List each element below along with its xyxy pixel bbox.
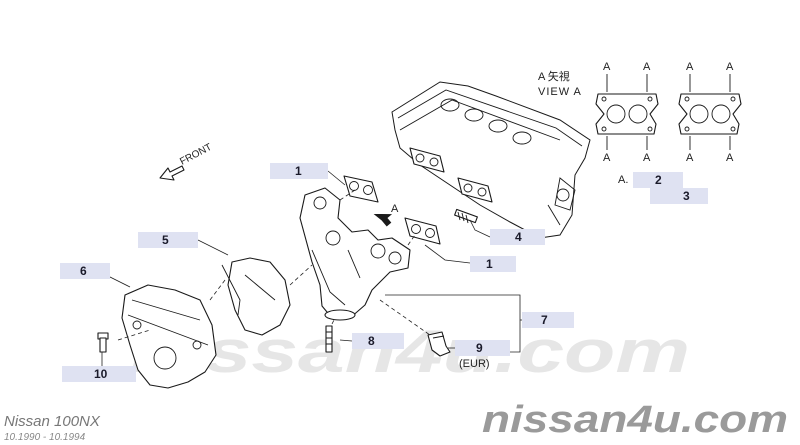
view-a-arrow-icon xyxy=(373,213,393,227)
bolt-item-10 xyxy=(97,332,109,353)
callout-number: 1 xyxy=(295,164,302,178)
view-a-title-en: VIEW A xyxy=(538,86,582,98)
callout-number: 2 xyxy=(655,173,662,187)
exhaust-manifold xyxy=(299,187,411,321)
watermark-bottom: nissan4u.com xyxy=(482,399,788,441)
callout-number: 8 xyxy=(368,334,375,348)
callout-2[interactable]: A. 2 xyxy=(618,172,683,188)
exhaust-gasket-upper xyxy=(343,175,379,203)
view-a-arrow-label: A xyxy=(391,203,399,215)
callout-note-eur: (EUR) xyxy=(459,358,490,370)
callout-10[interactable]: 10 xyxy=(62,366,136,382)
callout-number: 4 xyxy=(515,230,522,244)
gasket-letter-a: A xyxy=(686,61,694,73)
footer-production-dates: 10.1990 - 10.1994 xyxy=(4,432,86,443)
bolt-item-9 xyxy=(427,331,451,357)
front-label: FRONT xyxy=(178,142,214,168)
gasket-letter-a: A xyxy=(686,152,694,164)
callout-number: 6 xyxy=(80,264,87,278)
callout-number: 1 xyxy=(486,257,493,271)
callout-4[interactable]: 4 xyxy=(490,229,545,245)
heat-insulator-upper xyxy=(121,284,217,389)
callout-1-lower[interactable]: 1 xyxy=(470,256,516,272)
callout-number: 3 xyxy=(683,189,690,203)
callout-1-upper[interactable]: 1 xyxy=(270,163,328,179)
front-arrow-icon xyxy=(159,165,185,181)
gasket-detail-view-left: A A A A xyxy=(595,61,659,164)
gasket-letter-a: A xyxy=(603,61,611,73)
exhaust-gasket-on-head-2 xyxy=(457,177,493,203)
callout-9[interactable]: 9 (EUR) xyxy=(455,340,510,370)
callout-5[interactable]: 5 xyxy=(138,232,198,248)
callout-8[interactable]: 8 xyxy=(352,333,404,349)
exhaust-gasket-lower xyxy=(404,217,441,245)
gasket-letter-a: A xyxy=(603,152,611,164)
bolt-item-8 xyxy=(325,325,333,353)
gasket-detail-view-right: A A A A xyxy=(678,61,742,164)
callout-number: 7 xyxy=(541,313,548,327)
footer-model-name: Nissan 100NX xyxy=(4,413,101,430)
assembly-dashed-lines xyxy=(117,189,431,341)
view-a-title-jp: A 矢視 xyxy=(538,69,570,83)
callout-3[interactable]: 3 xyxy=(650,188,708,204)
gasket-letter-a: A xyxy=(643,61,651,73)
callout-number: 10 xyxy=(94,367,108,381)
callout-7[interactable]: 7 xyxy=(522,312,574,328)
heat-insulator-lower xyxy=(221,257,291,336)
gasket-letter-a: A xyxy=(726,61,734,73)
stud-bolt xyxy=(454,208,478,224)
exhaust-gasket-on-head-1 xyxy=(409,147,445,173)
view-a-arrow: A xyxy=(373,203,399,227)
callout-number: 5 xyxy=(162,233,169,247)
gasket-letter-a: A xyxy=(643,152,651,164)
callout-prefix: A. xyxy=(618,174,628,186)
front-direction-indicator: FRONT xyxy=(159,142,214,181)
watermark-center: nissan4u.com xyxy=(130,318,690,385)
callout-number: 9 xyxy=(476,341,483,355)
callout-6[interactable]: 6 xyxy=(60,263,110,279)
gasket-letter-a: A xyxy=(726,152,734,164)
